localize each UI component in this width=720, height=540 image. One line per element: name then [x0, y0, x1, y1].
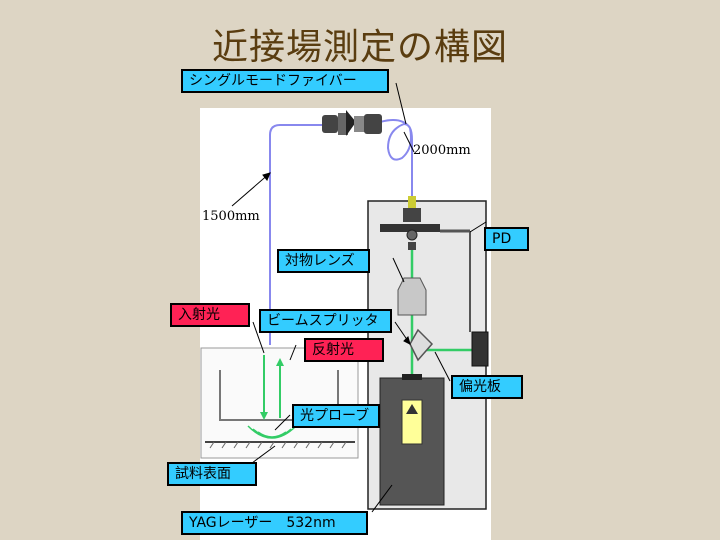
label-single-mode-fiber: シングルモードファイバー: [181, 69, 389, 93]
laser-aperture: [402, 374, 422, 380]
fiber-coupler: [380, 196, 470, 250]
fiber-right: [379, 119, 413, 200]
label-pd: PD: [484, 227, 529, 251]
label-objective-lens: 対物レンズ: [277, 249, 370, 273]
label-length-2000: 2000mm: [413, 143, 471, 158]
probe-near-field: [247, 425, 297, 439]
fiber-connector: [322, 110, 382, 136]
surface-hatch: [209, 441, 347, 449]
label-sample-surface: 試料表面: [167, 462, 257, 486]
label-length-1500: 1500mm: [202, 209, 260, 224]
label-beam-splitter: ビームスプリッタ: [259, 309, 392, 333]
label-reflected-light: 反射光: [304, 338, 384, 362]
laser-warning-triangle: [406, 404, 418, 414]
incident-beam-lines: [260, 355, 284, 420]
beam-splitter-prism: [409, 328, 434, 362]
photodiode: [471, 331, 489, 367]
label-optical-probe: 光プローブ: [292, 404, 380, 428]
label-polarizer: 偏光板: [451, 375, 523, 399]
label-yag-laser: YAGレーザー 532nm: [181, 511, 368, 535]
laser-window: [401, 399, 423, 445]
fiber-left: [269, 124, 330, 345]
label-incident-light: 入射光: [170, 303, 250, 327]
objective-lens: [397, 277, 427, 316]
pointer-lines: [231, 82, 487, 513]
sample-vessel: [219, 370, 339, 421]
page-title: 近接場測定の構図: [211, 27, 508, 68]
